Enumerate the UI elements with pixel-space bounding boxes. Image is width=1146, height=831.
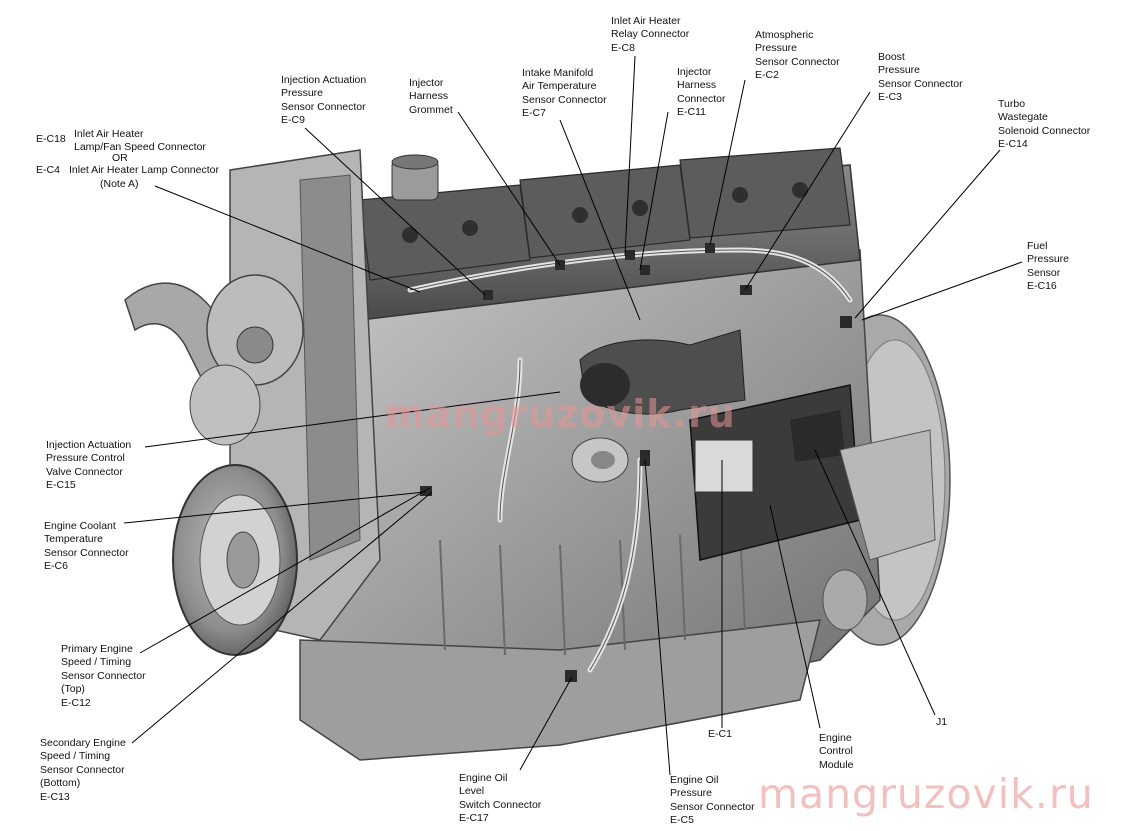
label-ec11: Injector Harness Connector E-C11 (677, 66, 726, 119)
label-ec17: Engine Oil Level Switch Connector E-C17 (459, 772, 542, 825)
label-or: OR (112, 152, 128, 164)
leader-ec5 (644, 459, 671, 776)
label-ec15: Injection Actuation Pressure Control Val… (46, 439, 132, 492)
label-ec18-code: E-C18 (36, 133, 66, 145)
label-ec9: Injection Actuation Pressure Sensor Conn… (281, 74, 367, 127)
label-ec14: Turbo Wastegate Solenoid Connector E-C14 (998, 98, 1091, 151)
leader-ec6 (123, 491, 426, 524)
watermark-corner: mangruzovik.ru (758, 770, 1094, 818)
leader-ec8 (624, 55, 636, 256)
label-ec4-text: Inlet Air Heater Lamp Connector (69, 164, 219, 176)
leader-grommet (457, 111, 561, 266)
leader-ec15 (144, 391, 561, 448)
label-ec4-code: E-C4 (36, 164, 60, 176)
label-note-a: (Note A) (100, 178, 139, 190)
label-ec7: Intake Manifold Air Temperature Sensor C… (522, 67, 607, 120)
leader-ec11 (639, 111, 669, 271)
label-ec6: Engine Coolant Temperature Sensor Connec… (44, 520, 129, 573)
label-ec8: Inlet Air Heater Relay Connector E-C8 (611, 15, 690, 54)
label-ec18-text: Inlet Air Heater Lamp/Fan Speed Connecto… (74, 128, 206, 154)
label-ec1: E-C1 (708, 728, 732, 740)
label-ec12: Primary Engine Speed / Timing Sensor Con… (61, 643, 146, 709)
label-j1: J1 (936, 716, 948, 728)
label-ecm: Engine Control Module (819, 732, 854, 771)
leader-j1 (814, 449, 936, 716)
label-ec13: Secondary Engine Speed / Timing Sensor C… (40, 737, 126, 803)
leader-ec7 (559, 119, 641, 321)
leader-ec2 (709, 79, 746, 246)
leader-ecm (769, 504, 821, 729)
leader-ec3 (744, 91, 871, 291)
watermark-center: mangruzovik.ru (385, 392, 736, 436)
leader-ec17 (519, 676, 573, 771)
leader-ec16 (861, 261, 1023, 321)
leader-ec12 (139, 487, 431, 654)
label-ec2: Atmospheric Pressure Sensor Connector E-… (755, 29, 840, 82)
leader-ec14 (854, 149, 1001, 319)
leader-ec18 (154, 185, 421, 293)
label-ec3: Boost Pressure Sensor Connector E-C3 (878, 51, 963, 104)
leader-ec9 (304, 127, 486, 296)
label-injector-harness-grommet: Injector Harness Grommet (409, 77, 453, 116)
label-ec5: Engine Oil Pressure Sensor Connector E-C… (670, 774, 755, 827)
label-ec16: Fuel Pressure Sensor E-C16 (1027, 240, 1070, 293)
leader-ec13 (131, 491, 433, 744)
